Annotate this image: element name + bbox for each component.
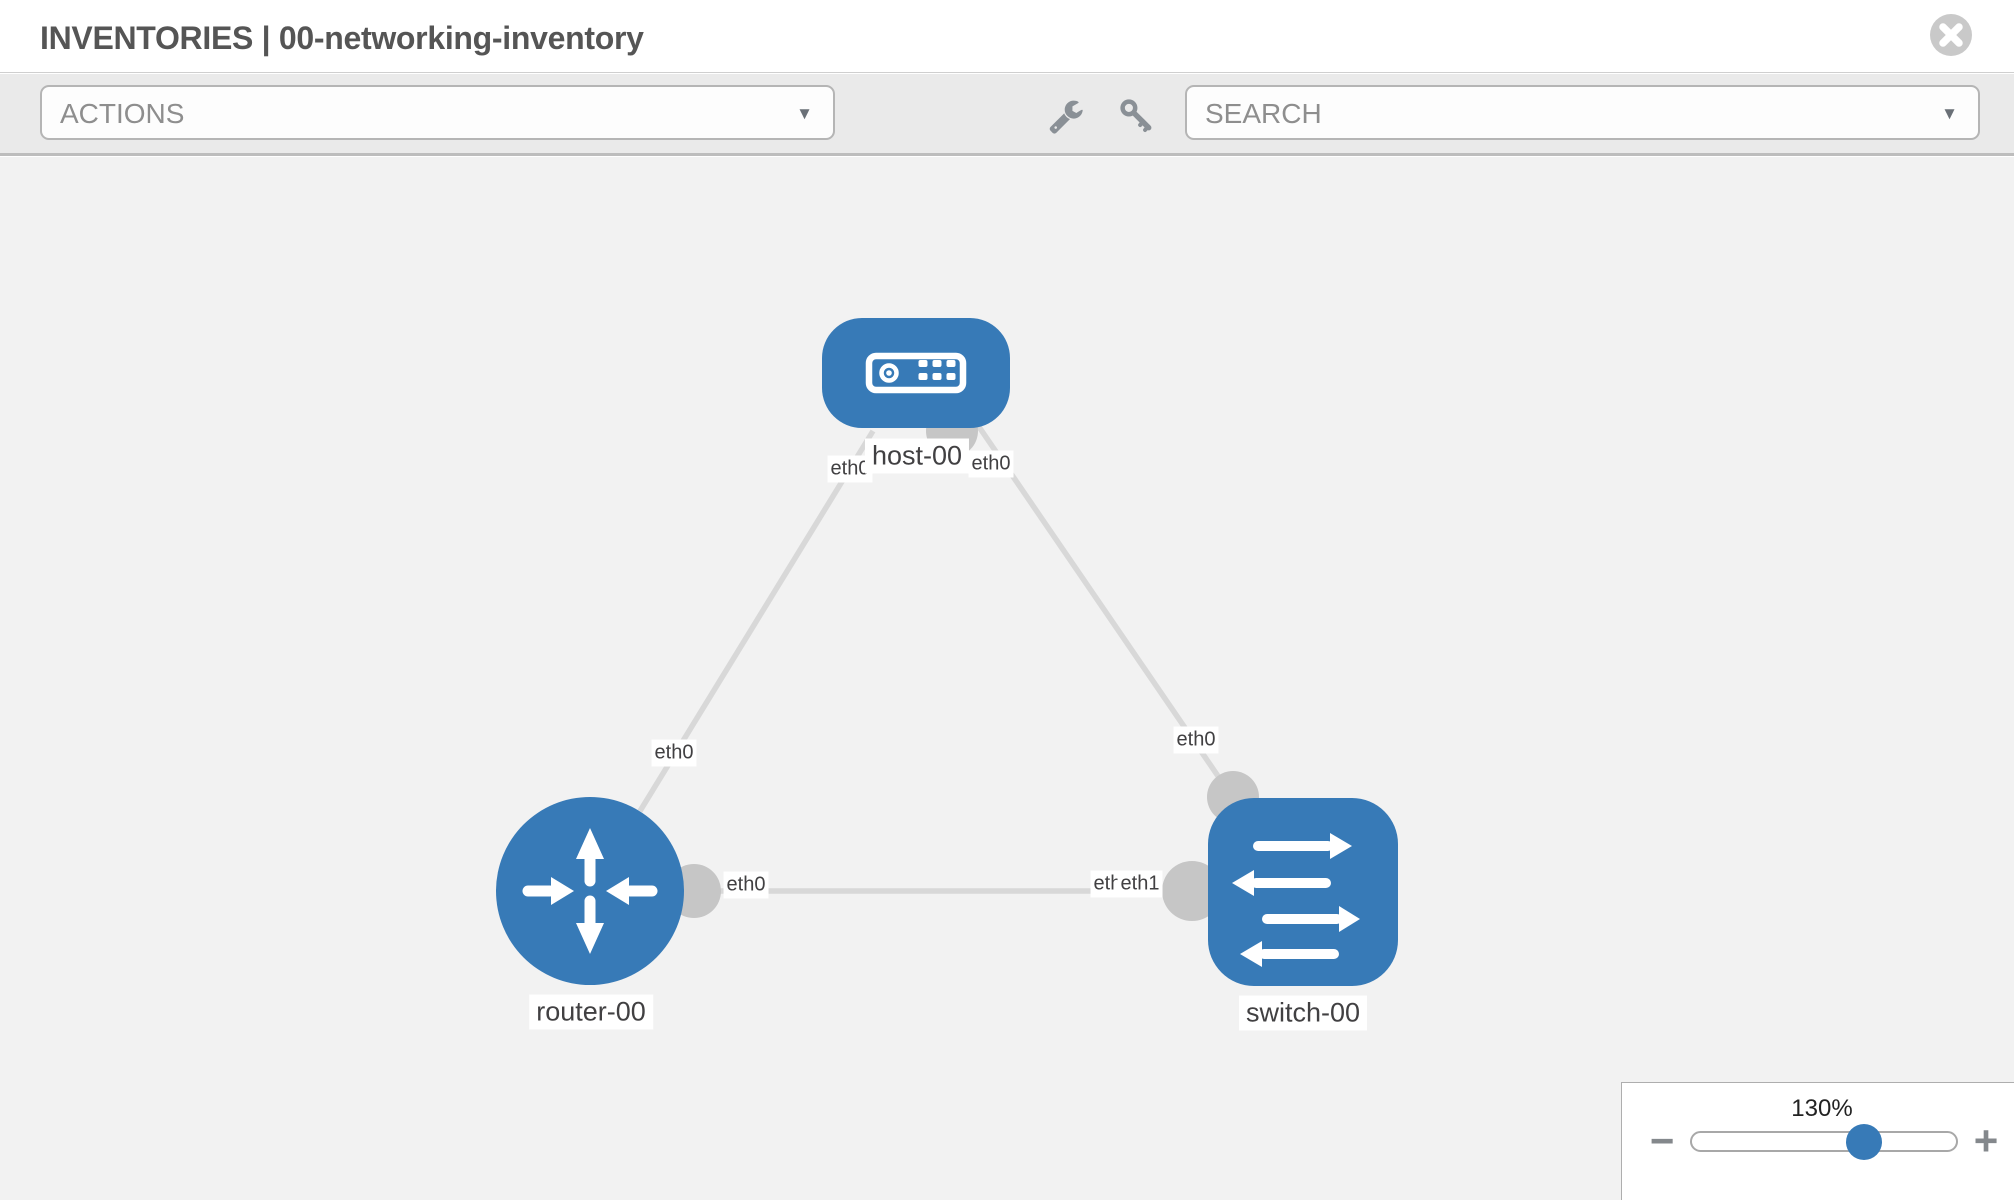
- port-label: eth0: [968, 450, 1014, 478]
- port-label: eth0: [651, 739, 697, 767]
- node-host-00[interactable]: [822, 318, 1010, 428]
- zoom-out-button[interactable]: −: [1640, 1119, 1684, 1163]
- actions-dropdown-label: ACTIONS: [60, 98, 185, 129]
- key-icon: [1120, 99, 1152, 132]
- configure-button[interactable]: [1048, 98, 1084, 134]
- topology-canvas[interactable]: eth0 eth0 eth0 eth0 eth0 eth1 eth1 host-…: [0, 157, 2014, 1200]
- node-label-switch: switch-00: [1238, 995, 1368, 1031]
- close-icon: [1930, 14, 1972, 56]
- chevron-down-icon: ▼: [1941, 104, 1958, 123]
- page-title: INVENTORIES | 00-networking-inventory: [40, 20, 644, 56]
- wrench-icon: [1049, 100, 1083, 134]
- node-router-00[interactable]: [496, 797, 684, 985]
- zoom-slider-knob[interactable]: [1846, 1124, 1882, 1160]
- credentials-button[interactable]: [1119, 98, 1155, 134]
- toolbar: ACTIONS ▼ SEARCH ▼: [0, 74, 2014, 156]
- switch-icon: [1232, 833, 1360, 967]
- node-switch-00[interactable]: [1208, 798, 1398, 986]
- zoom-in-button[interactable]: +: [1964, 1119, 2008, 1163]
- zoom-slider-track[interactable]: [1690, 1131, 1958, 1152]
- topology-graph: [496, 318, 1398, 986]
- port-label: eth1: [1117, 870, 1163, 898]
- zoom-level-value: 130%: [1791, 1095, 1853, 1122]
- search-placeholder: SEARCH: [1205, 98, 1322, 129]
- actions-dropdown[interactable]: ACTIONS ▼: [40, 85, 835, 140]
- search-dropdown[interactable]: SEARCH ▼: [1185, 85, 1980, 140]
- node-label-router: router-00: [529, 994, 653, 1030]
- node-label-host: host-00: [864, 438, 970, 474]
- header: INVENTORIES | 00-networking-inventory: [0, 0, 2014, 73]
- interface-handle-switch-left: [1162, 861, 1222, 921]
- chevron-down-icon: ▼: [796, 104, 813, 123]
- zoom-widget: 130% − +: [1621, 1082, 2014, 1200]
- port-label: eth0: [1173, 726, 1219, 754]
- router-icon: [522, 828, 658, 954]
- close-button[interactable]: [1929, 13, 1973, 57]
- host-icon: [865, 352, 967, 394]
- port-label: eth0: [723, 871, 769, 899]
